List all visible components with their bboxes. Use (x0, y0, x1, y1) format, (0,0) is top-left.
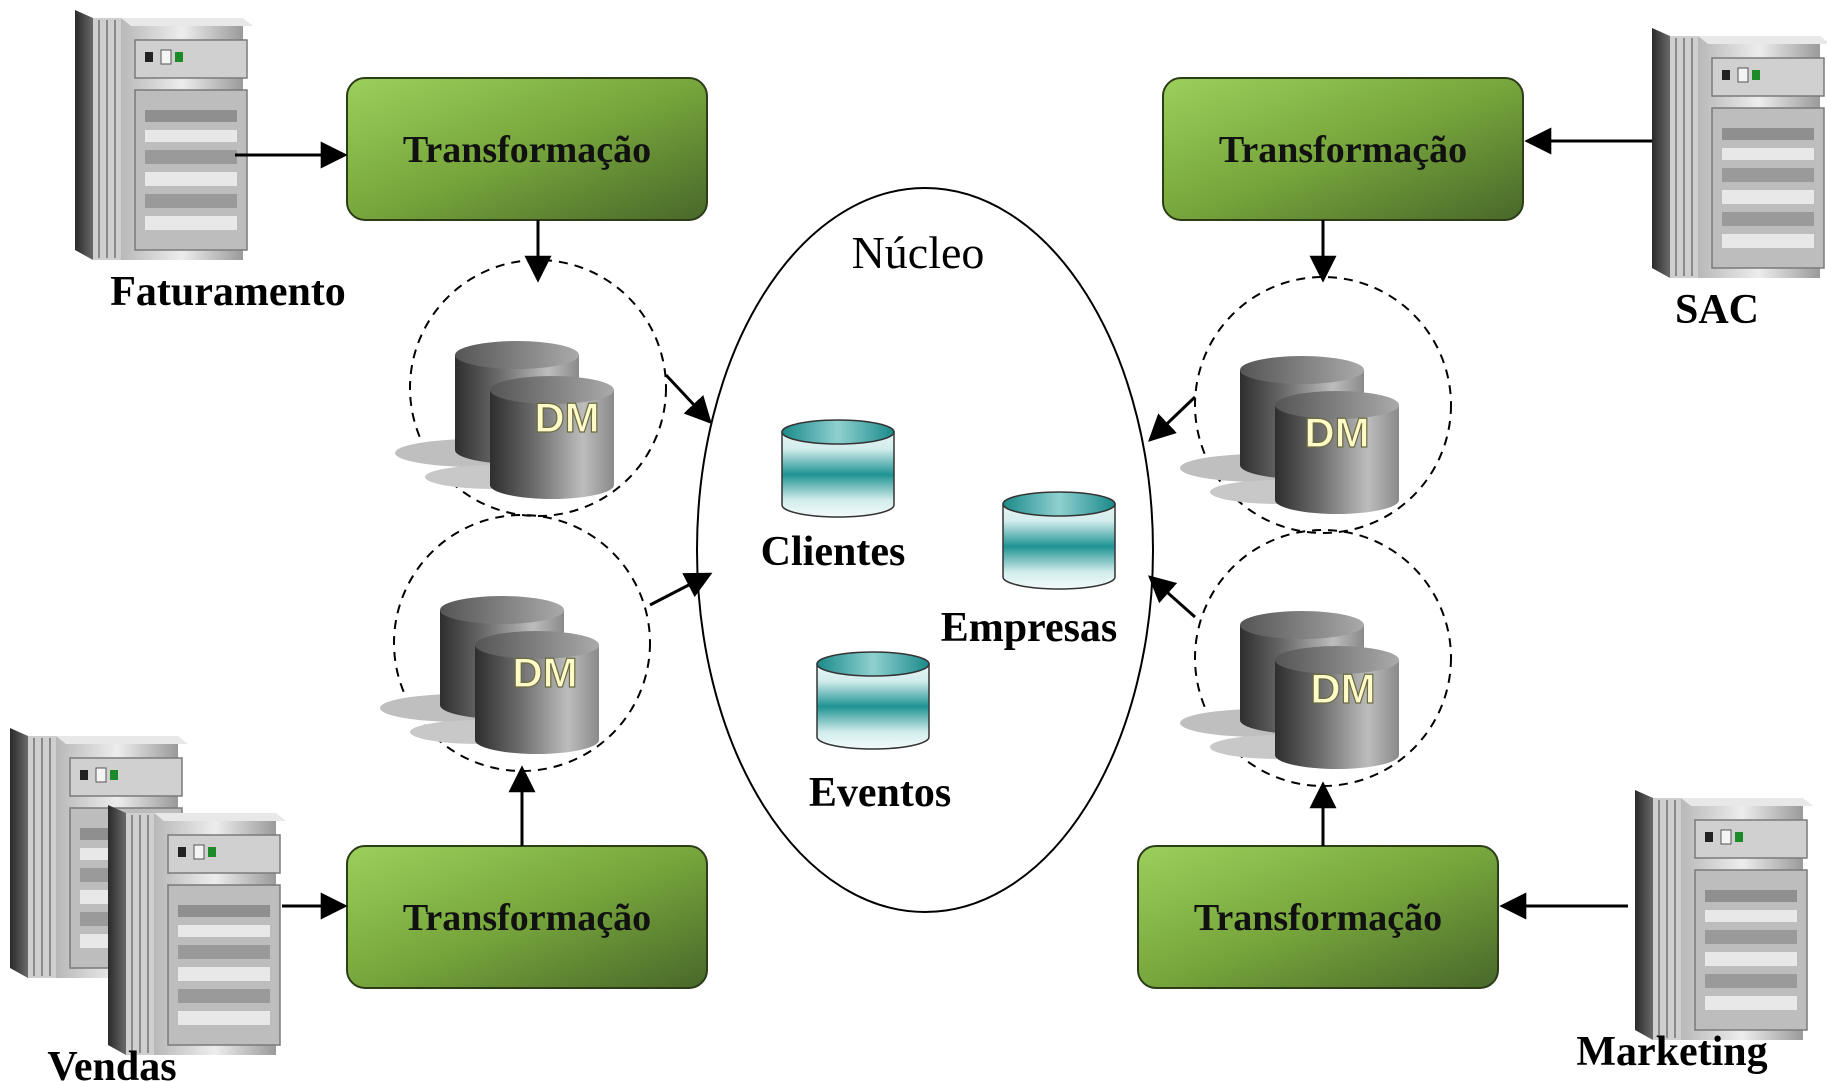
transform-label-marketing: Transformação (1194, 897, 1442, 939)
table-eventos-icon (816, 651, 930, 750)
server-marketing-icon (1634, 789, 1814, 1041)
arrow-datamart-vendas-to-core (649, 572, 713, 607)
datamart-label-vendas: DM (512, 649, 577, 696)
source-label-faturamento: Faturamento (110, 269, 346, 315)
transform-box-sac (1162, 77, 1524, 221)
arrow-datamart-faturamento-to-core (664, 373, 712, 424)
server-sac-icon (1651, 27, 1827, 279)
source-label-vendas: Vendas (47, 1044, 176, 1082)
datamart-circle-faturamento (409, 259, 667, 517)
transform-label-sac: Transformação (1219, 129, 1467, 171)
server-vendas-icon (107, 804, 287, 1056)
transform-label-faturamento: Transformação (403, 129, 651, 171)
transform-box-marketing (1137, 845, 1499, 989)
core-title: Núcleo (852, 227, 985, 278)
table-label-empresas: Empresas (941, 605, 1118, 651)
table-label-clientes: Clientes (761, 529, 906, 575)
datamart-label-marketing: DM (1310, 665, 1375, 712)
transform-label-vendas: Transformação (403, 897, 651, 939)
datamart-circle-sac (1194, 276, 1452, 534)
datamart-label-sac: DM (1304, 409, 1369, 456)
table-label-eventos: Eventos (809, 770, 951, 816)
core-ellipse (696, 187, 1154, 913)
datamart-label-faturamento: DM (534, 394, 599, 441)
table-empresas-icon (1002, 491, 1116, 590)
server-faturamento-icon (74, 9, 254, 261)
table-clientes-icon (781, 419, 895, 518)
source-label-sac: SAC (1675, 287, 1759, 333)
source-label-marketing: Marketing (1576, 1029, 1767, 1075)
arrow-datamart-sac-to-core (1148, 395, 1197, 442)
arrow-datamart-marketing-to-core (1147, 575, 1196, 619)
